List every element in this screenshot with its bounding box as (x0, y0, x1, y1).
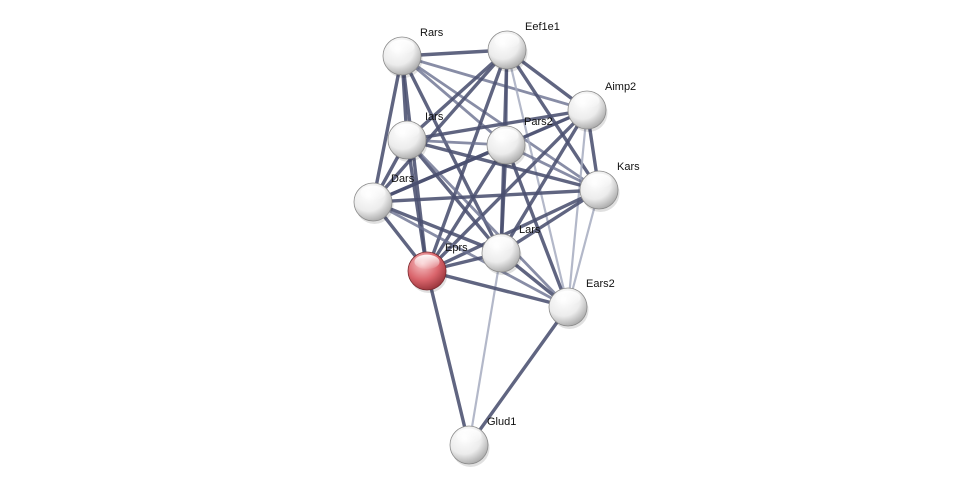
edge-pars2-ears2[interactable] (504, 143, 570, 309)
edge-eef1e1-kars[interactable] (505, 48, 601, 192)
node-label-lars: Lars (519, 224, 541, 236)
edge-eef1e1-iars[interactable] (405, 48, 509, 142)
edge-iars-ears2[interactable] (405, 138, 570, 309)
edge-aimp2-ears2[interactable] (566, 108, 589, 309)
node-highlight (456, 428, 482, 444)
edge-kars-eprs[interactable] (425, 188, 601, 273)
node-label-ears2: Ears2 (586, 278, 615, 290)
node-eprs[interactable]: Eprs (407, 242, 468, 293)
edges-layer (371, 48, 601, 447)
node-highlight (414, 254, 440, 270)
edge-dars-lars[interactable] (371, 200, 503, 255)
node-label-rars: Rars (420, 27, 444, 39)
node-iars[interactable]: Iars (387, 111, 444, 162)
node-highlight (574, 93, 600, 109)
edge-rars-pars2[interactable] (400, 54, 508, 147)
edge-kars-dars[interactable] (371, 188, 601, 204)
node-label-eef1e1: Eef1e1 (525, 21, 560, 33)
node-label-aimp2: Aimp2 (605, 81, 636, 93)
node-lars[interactable]: Lars (481, 224, 541, 275)
node-dars[interactable]: Dars (353, 173, 415, 224)
node-label-kars: Kars (617, 161, 640, 173)
node-label-iars: Iars (425, 111, 444, 123)
node-rars[interactable]: Rars (382, 27, 444, 78)
node-highlight (488, 236, 514, 252)
edge-eef1e1-ears2[interactable] (505, 48, 570, 309)
node-pars2[interactable]: Pars2 (486, 116, 553, 167)
edge-lars-glud1[interactable] (467, 251, 503, 447)
node-aimp2[interactable]: Aimp2 (567, 81, 636, 132)
edge-eprs-glud1[interactable] (425, 269, 471, 447)
node-eef1e1[interactable]: Eef1e1 (487, 21, 560, 72)
edge-kars-ears2[interactable] (566, 188, 601, 309)
node-label-glud1: Glud1 (487, 416, 516, 428)
edge-iars-eprs[interactable] (405, 138, 429, 273)
edge-aimp2-iars[interactable] (405, 108, 589, 142)
edge-eprs-ears2[interactable] (425, 269, 570, 309)
node-highlight (394, 123, 420, 139)
edge-eef1e1-dars[interactable] (371, 48, 509, 204)
edge-pars2-dars[interactable] (371, 143, 508, 204)
node-highlight (586, 173, 612, 189)
edge-rars-dars[interactable] (371, 54, 404, 204)
edge-kars-lars[interactable] (499, 188, 601, 255)
edge-pars2-eprs[interactable] (425, 143, 508, 273)
node-highlight (555, 290, 581, 306)
edge-ears2-glud1[interactable] (467, 305, 570, 447)
edge-iars-kars[interactable] (405, 138, 601, 192)
node-highlight (494, 33, 520, 49)
node-label-dars: Dars (391, 173, 415, 185)
node-highlight (360, 185, 386, 201)
node-label-eprs: Eprs (445, 242, 468, 254)
node-label-pars2: Pars2 (524, 116, 553, 128)
node-glud1[interactable]: Glud1 (449, 416, 516, 467)
node-ears2[interactable]: Ears2 (548, 278, 615, 329)
edge-dars-ears2[interactable] (371, 200, 570, 309)
node-highlight (493, 128, 519, 144)
node-kars[interactable]: Kars (579, 161, 640, 212)
node-highlight (389, 39, 415, 55)
